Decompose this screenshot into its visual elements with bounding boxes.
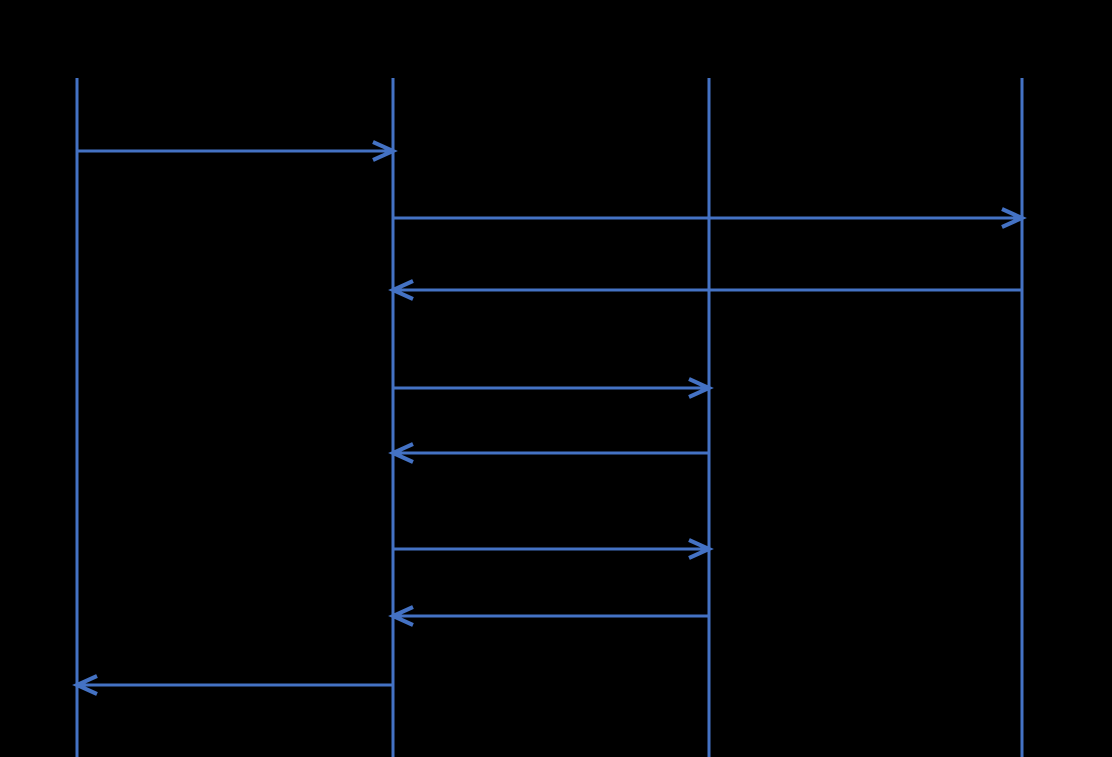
- message-2: [393, 207, 1027, 229]
- message-7: [388, 605, 709, 627]
- arrowhead-icon: [372, 140, 398, 162]
- message-1: [77, 140, 398, 162]
- message-6: [393, 538, 714, 560]
- arrowhead-icon: [688, 538, 714, 560]
- arrowhead-icon: [72, 674, 98, 696]
- arrowhead-icon: [1001, 207, 1027, 229]
- message-5: [388, 442, 709, 464]
- arrowhead-icon: [388, 605, 414, 627]
- arrowhead-icon: [688, 377, 714, 399]
- arrowhead-icon: [388, 442, 414, 464]
- message-8: [72, 674, 393, 696]
- message-3: [388, 279, 1022, 301]
- arrowhead-icon: [388, 279, 414, 301]
- message-4: [393, 377, 714, 399]
